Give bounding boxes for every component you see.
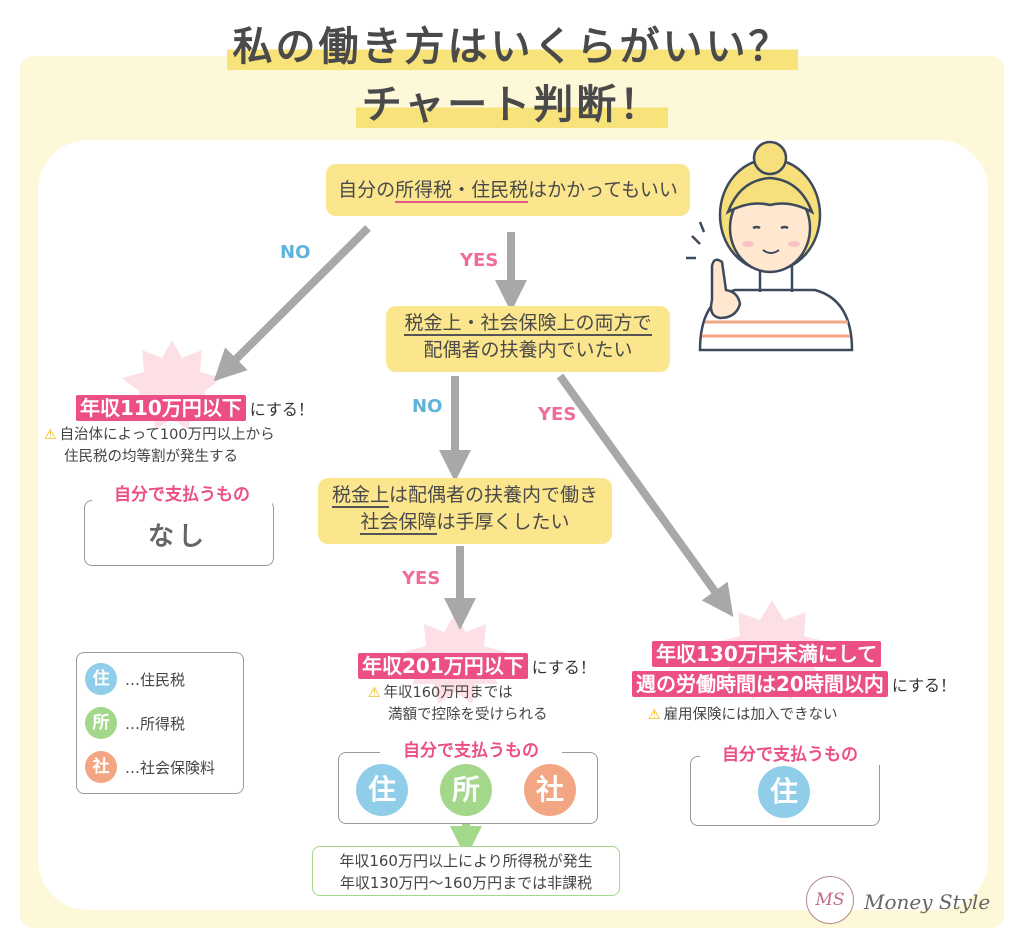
result-110-pay-box: [84, 500, 274, 566]
label-q2-yes: YES: [538, 404, 577, 425]
warning-icon: ⚠: [368, 685, 381, 701]
result-201-note-1: 年収160万円までは: [383, 685, 513, 701]
result-201-line: 年収201万円以下にする！: [358, 650, 596, 679]
result-130-suffix: にする！: [891, 676, 957, 695]
badge-social-insurance: 社: [524, 764, 576, 816]
followup-line-1: 年収160万円以上により所得税が発生: [339, 852, 593, 870]
title-line-2: チャート判断！: [0, 72, 1024, 130]
arrow-q1-no: [213, 225, 371, 382]
result-130-note-text: 雇用保険には加入できない: [663, 707, 838, 723]
result-110-note: ⚠自治体によって100万円以上から 住民税の均等割が発生する: [44, 424, 275, 468]
result-130-note: ⚠雇用保険には加入できない: [648, 704, 838, 726]
followup-line-2: 年収130万円〜160万円までは非課税: [339, 874, 593, 892]
question-2-line-1: 税金上・社会保険上の両方で: [404, 312, 652, 336]
result-130-pay-title: 自分で支払うもの: [700, 740, 880, 765]
result-110-highlight: 年収110万円以下: [76, 395, 246, 421]
arrow-q2-yes: [556, 373, 734, 617]
question-3-underlined-1: 税金上: [331, 484, 389, 508]
result-201-note-2: 満額で控除を受けられる: [388, 707, 548, 723]
legend-icon-resident-tax: 住: [85, 663, 117, 695]
question-3: 税金上は配偶者の扶養内で働き 社会保障は手厚くしたい: [318, 478, 612, 544]
result-201-suffix: にする！: [531, 658, 596, 677]
result-130-line-1: 年収130万円未満にして: [652, 638, 882, 667]
question-2: 税金上・社会保険上の両方で 配偶者の扶養内でいたい: [386, 306, 670, 372]
warning-icon: ⚠: [44, 427, 57, 443]
question-1: 自分の所得税・住民税はかかってもいい: [326, 164, 690, 216]
brand-name: Money Style: [864, 890, 991, 914]
question-1-pre: 自分の: [338, 179, 396, 201]
result-110-pay-title: 自分で支払うもの: [92, 480, 272, 505]
legend-label-social-insurance: …社会保険料: [125, 759, 216, 777]
result-110-suffix: にする！: [249, 400, 314, 419]
result-110-pay-value: なし: [148, 522, 209, 552]
title-line-1: 私の働き方はいくらがいい？: [0, 14, 1024, 72]
woman-illustration: [686, 140, 854, 352]
legend-icon-social-insurance: 社: [85, 751, 117, 783]
warning-icon: ⚠: [648, 707, 661, 723]
question-3-underlined-2: 社会保障: [360, 511, 437, 535]
legend: 住 …住民税 所 …所得税 社 …社会保険料: [76, 652, 244, 794]
result-201-followup: 年収160万円以上により所得税が発生 年収130万円〜160万円までは非課税: [312, 846, 620, 896]
result-110-note-1: 自治体によって100万円以上から: [59, 427, 275, 443]
question-1-underlined: 所得税・住民税: [395, 179, 529, 203]
result-110-line: 年収110万円以下にする！: [76, 392, 314, 421]
result-201-note: ⚠年収160万円までは 満額で控除を受けられる: [368, 682, 548, 726]
question-3-line-2-post: は手厚くしたい: [436, 511, 570, 533]
badge-resident-tax: 住: [758, 766, 810, 818]
result-201-highlight: 年収201万円以下: [358, 653, 528, 679]
label-q1-yes: YES: [460, 250, 499, 271]
badge-resident-tax: 住: [356, 764, 408, 816]
result-201-pay-title: 自分で支払うもの: [380, 736, 562, 761]
label-q3-yes: YES: [402, 568, 441, 589]
question-1-post: はかかってもいい: [528, 179, 678, 201]
result-130-highlight-2: 週の労働時間は20時間以内: [632, 671, 888, 697]
label-q2-no: NO: [412, 396, 443, 417]
badge-income-tax: 所: [440, 764, 492, 816]
label-q1-no: NO: [280, 242, 311, 263]
question-2-line-2: 配偶者の扶養内でいたい: [423, 339, 633, 361]
legend-label-income-tax: …所得税: [125, 715, 186, 733]
result-110-note-2: 住民税の均等割が発生する: [64, 449, 238, 465]
legend-icon-income-tax: 所: [85, 707, 117, 739]
question-3-line-1-post: は配偶者の扶養内で働き: [389, 484, 599, 506]
legend-label-resident-tax: …住民税: [125, 671, 186, 689]
result-130-highlight-1: 年収130万円未満にして: [652, 641, 882, 667]
result-130-line-2: 週の労働時間は20時間以内にする！: [632, 668, 956, 697]
brand-logo-mark: MS: [806, 876, 854, 924]
